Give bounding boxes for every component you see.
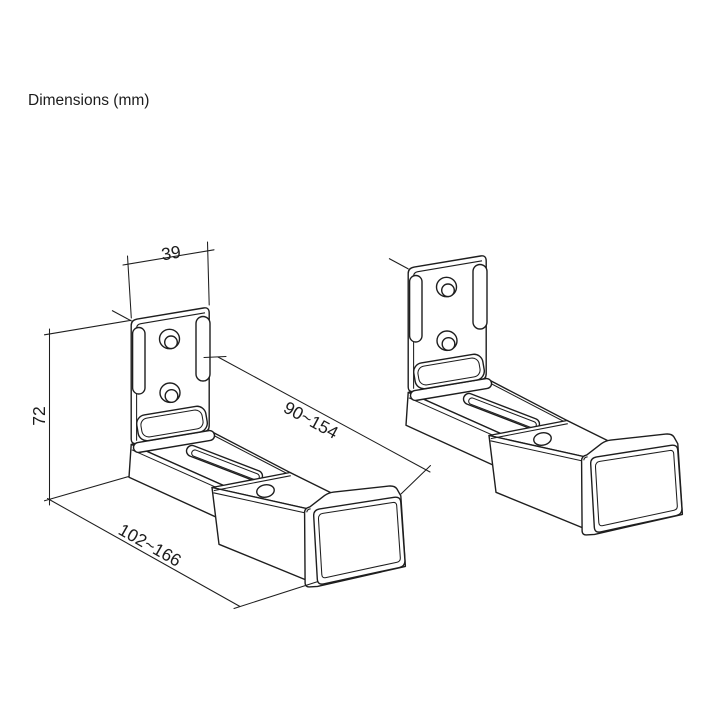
dimension-height [43,319,132,506]
bracket-right [388,255,684,536]
dim-height-label: 72 [29,406,49,425]
drawing-title: Dimensions (mm) [28,92,149,109]
dim-plate-width-label: 39 [160,242,182,265]
dimension-plate-width [122,241,215,319]
dimension-overall-depth [46,497,319,610]
dim-inner-depth-label: 90~154 [280,397,342,443]
dimension-inner-depth [203,355,432,495]
dim-overall-depth-label: 102~166 [115,519,185,570]
